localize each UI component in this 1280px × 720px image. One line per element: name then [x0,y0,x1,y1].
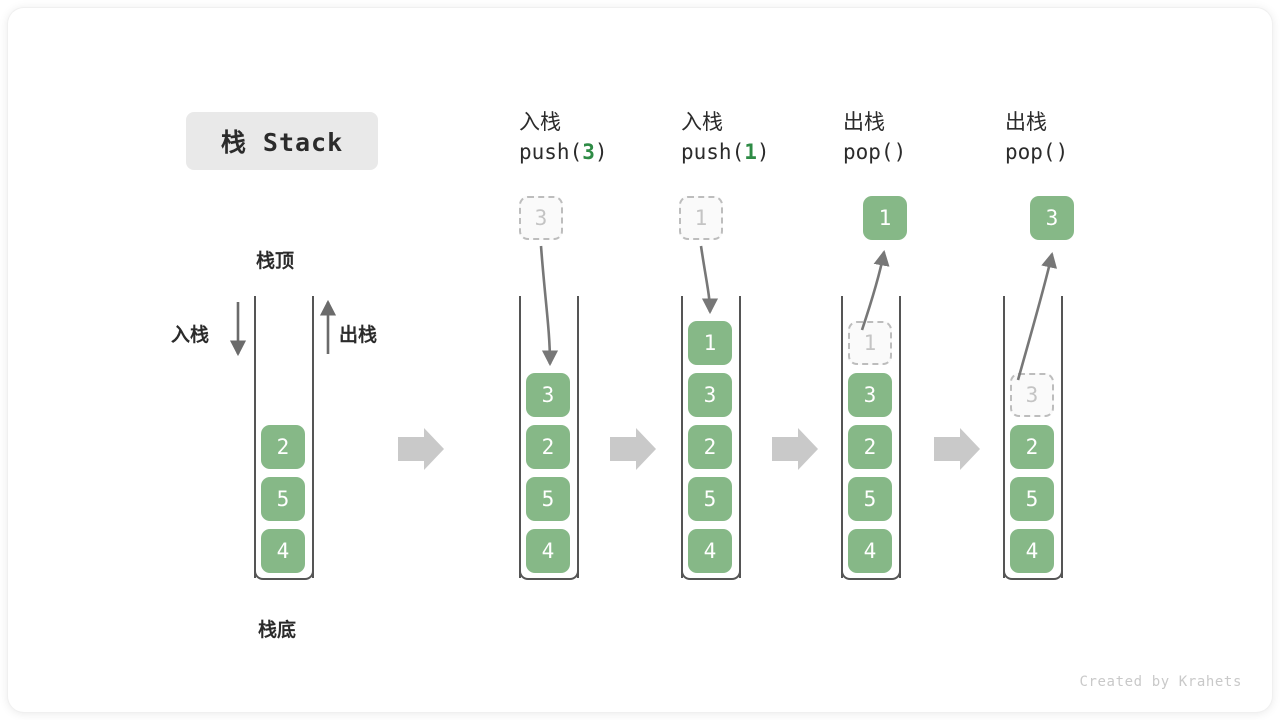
call-suffix-2: ) [756,139,770,164]
stack-cell: 5 [1010,477,1054,521]
stack-cell: 4 [848,529,892,573]
call-prefix-3: pop( [843,139,894,164]
watermark: Created by Krahets [1079,674,1242,690]
stack-wall-left-1 [519,296,521,578]
stack-cell: 5 [261,477,305,521]
stack-floor-0 [254,558,314,580]
stack-cell: 4 [526,529,570,573]
pop-direction-label: 出栈 [339,325,378,346]
column-header-line2-3: pop() [843,138,906,168]
column-header-push-3: 入栈 push(3) [519,108,608,168]
column-header-line2-2: push(1) [681,138,770,168]
stack-cell: 1 [688,321,732,365]
stack-cell: 5 [526,477,570,521]
column-header-line1-2: 入栈 [681,110,723,134]
column-header-pop-1: 出栈 pop() [843,108,906,168]
stack-wall-right-1 [577,296,579,578]
column-header-push-1: 入栈 push(1) [681,108,770,168]
stack-cell: 2 [848,425,892,469]
stack-cell: 4 [261,529,305,573]
floating-cell-2: 1 [679,196,723,240]
stack-cell: 4 [688,529,732,573]
stack-cell: 5 [848,477,892,521]
column-header-line2-1: push(3) [519,138,608,168]
call-prefix-2: push( [681,139,745,164]
call-arg-2: 1 [744,139,757,164]
title-text: 栈 Stack [220,128,344,157]
call-arg-1: 3 [582,139,595,164]
column-header-line1-3: 出栈 [843,110,885,134]
stack-cell: 2 [1010,425,1054,469]
stack-wall-left-3 [841,296,843,578]
stack-cell: 1 [848,321,892,365]
stack-wall-left-2 [681,296,683,578]
stack-wall-left-4 [1003,296,1005,578]
call-suffix-4: ) [1055,139,1069,164]
call-suffix-3: ) [893,139,907,164]
stack-wall-right-3 [899,296,901,578]
stack-floor-3 [841,558,901,580]
stack-cell: 3 [526,373,570,417]
stack-wall-right-4 [1061,296,1063,578]
stack-cell: 4 [1010,529,1054,573]
column-header-pop-3: 出栈 pop() [1005,108,1068,168]
stack-cell: 3 [1010,373,1054,417]
stack-cell: 3 [848,373,892,417]
column-header-line2-4: pop() [1005,138,1068,168]
stack-wall-right-2 [739,296,741,578]
stack-wall-right-0 [312,296,314,578]
floating-cell-3: 1 [863,196,907,240]
stack-cell: 5 [688,477,732,521]
stack-cell: 2 [688,425,732,469]
stack-floor-4 [1003,558,1063,580]
floating-cell-1: 3 [519,196,563,240]
column-header-line1-4: 出栈 [1005,110,1047,134]
stack-wall-left-0 [254,296,256,578]
stack-top-label: 栈顶 [256,251,295,272]
stack-floor-2 [681,558,741,580]
floating-cell-4: 3 [1030,196,1074,240]
column-header-line1-1: 入栈 [519,110,561,134]
call-suffix-1: ) [594,139,608,164]
title-chip: 栈 Stack [186,112,378,170]
stack-cell: 2 [261,425,305,469]
stack-cell: 2 [526,425,570,469]
stack-bottom-label: 栈底 [258,620,297,641]
call-prefix-4: pop( [1005,139,1056,164]
stack-cell: 3 [688,373,732,417]
stack-floor-1 [519,558,579,580]
call-prefix-1: push( [519,139,583,164]
push-direction-label: 入栈 [171,325,210,346]
